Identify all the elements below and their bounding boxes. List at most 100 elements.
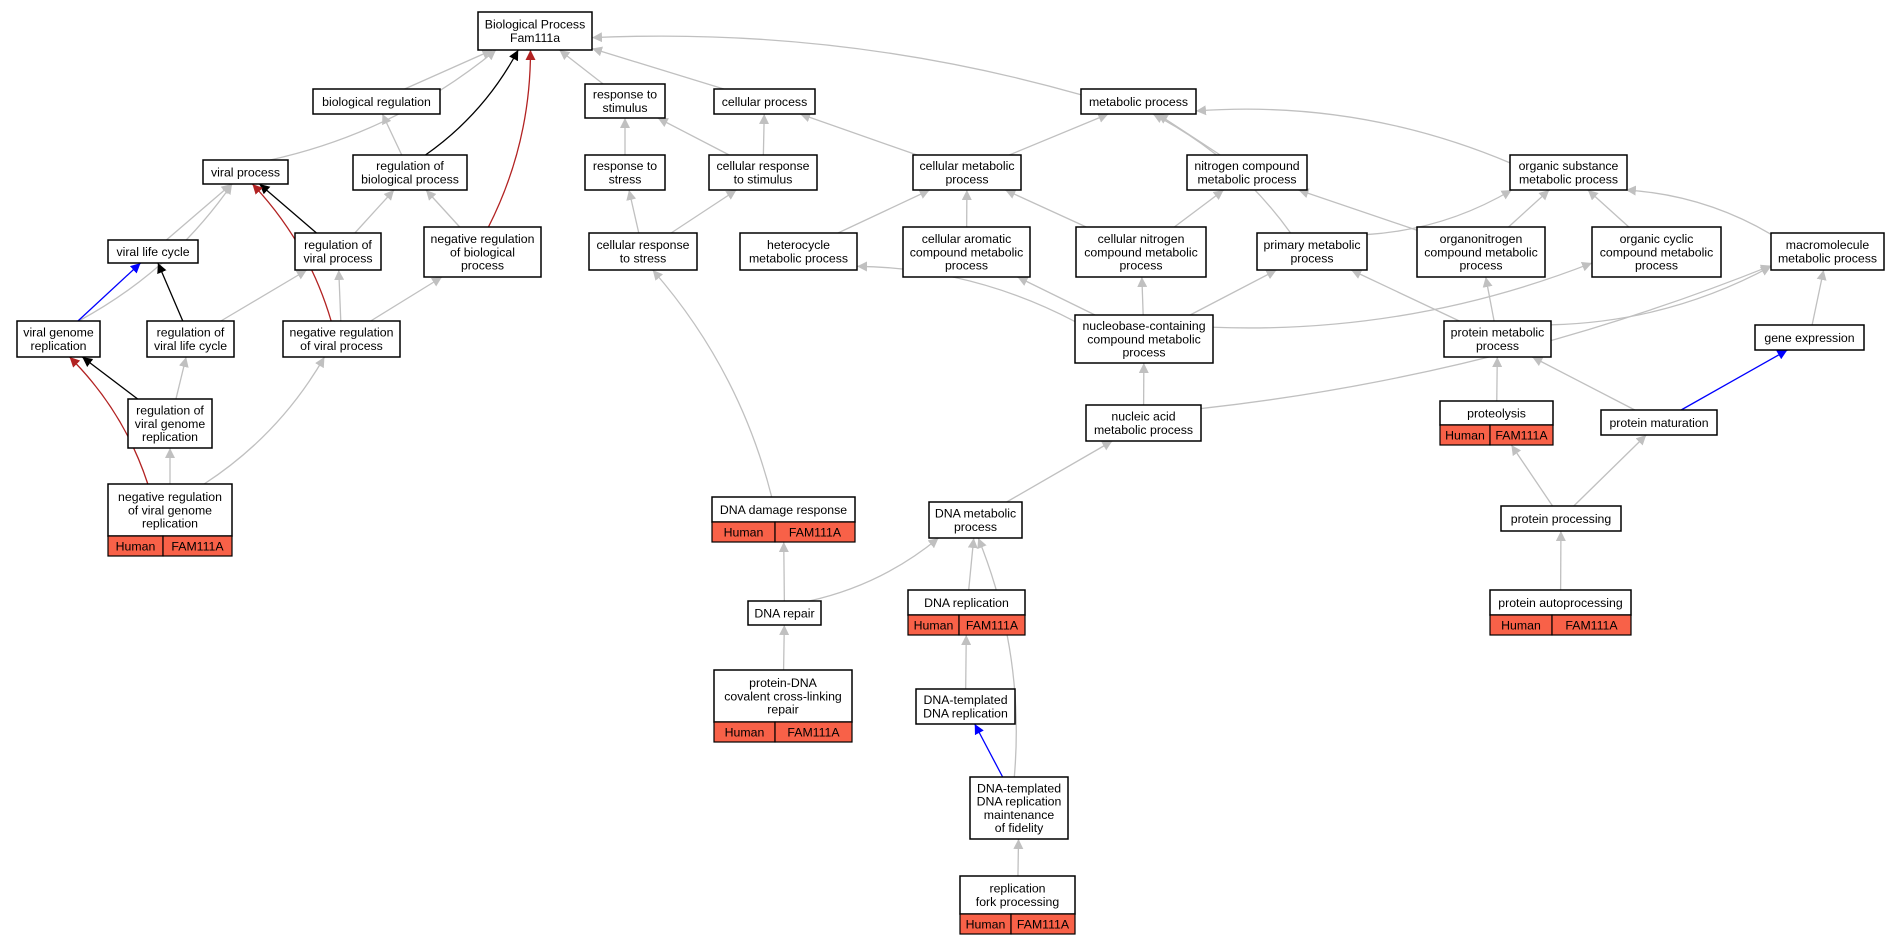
go-term-node[interactable]: biological regulation — [312, 88, 441, 115]
node-label: negative regulation — [431, 232, 535, 246]
node-box — [477, 11, 593, 51]
edge-grey — [1508, 189, 1550, 228]
edge-grey — [961, 634, 972, 690]
node-box — [902, 226, 1031, 278]
edge-grey — [626, 189, 640, 234]
node-label: process — [945, 172, 988, 186]
node-label: replication — [142, 517, 198, 531]
edge-grey — [591, 32, 1082, 96]
go-term-node[interactable]: metabolic process — [1080, 88, 1197, 115]
node-label: process — [1122, 346, 1165, 360]
node-label: cellular response — [597, 238, 690, 252]
species-label: Human — [1501, 619, 1541, 633]
node-label: response to — [593, 159, 657, 173]
node-label: response to — [593, 88, 657, 102]
node-label: process — [461, 259, 504, 273]
node-label: organonitrogen — [1440, 232, 1523, 246]
edge-grey — [1550, 265, 1772, 326]
edge-grey — [404, 49, 493, 90]
node-label: fork processing — [976, 895, 1060, 909]
node-box — [202, 159, 289, 185]
node-label: process — [954, 520, 997, 534]
node-box — [1074, 314, 1214, 364]
node-box — [739, 232, 858, 271]
edge-grey — [657, 117, 730, 156]
edge-blue — [974, 723, 1004, 778]
edge-grey — [1532, 356, 1636, 411]
go-term-node[interactable]: viral process — [202, 159, 289, 185]
node-label: covalent cross-linking — [724, 689, 842, 703]
node-box — [1416, 226, 1546, 278]
gene-cell — [774, 521, 856, 543]
edge-grey — [1482, 276, 1495, 322]
go-term-node[interactable]: DNA repair — [747, 600, 822, 626]
go-term-node[interactable]: cellular process — [713, 88, 816, 115]
node-label: DNA-templated — [977, 782, 1061, 796]
edge-grey — [1492, 356, 1503, 402]
gene-cell — [1551, 614, 1632, 636]
gene-cell — [162, 535, 233, 557]
edge-grey — [1009, 113, 1109, 156]
go-term-node[interactable]: protein maturation — [1600, 409, 1718, 436]
node-label: regulation of — [157, 326, 225, 340]
go-term-node[interactable]: viral life cycle — [107, 239, 199, 264]
edge-grey — [779, 624, 790, 671]
node-label: gene expression — [1764, 331, 1854, 345]
node-label: Fam111a — [510, 31, 560, 45]
node-label: process — [1476, 339, 1519, 353]
node-label: viral genome — [23, 326, 94, 340]
node-label: cellular nitrogen — [1098, 232, 1185, 246]
node-box — [708, 154, 818, 191]
node-label: DNA replication — [977, 795, 1062, 809]
node-label: viral life cycle — [154, 339, 227, 353]
node-label: of fidelity — [995, 821, 1044, 835]
node-label: protein processing — [1511, 512, 1612, 526]
go-term-node[interactable]: gene expression — [1754, 324, 1865, 351]
edge-black — [259, 183, 317, 234]
edge-grey — [354, 189, 395, 234]
node-label: process — [1290, 251, 1333, 265]
species-label: Human — [966, 918, 1006, 932]
node-box — [1500, 505, 1622, 532]
edge-blue — [77, 262, 142, 322]
go-term-node[interactable]: protein processing — [1500, 505, 1622, 532]
edge-grey — [175, 356, 189, 400]
node-label: cellular aromatic — [922, 232, 1012, 246]
node-label: regulation of — [376, 159, 444, 173]
